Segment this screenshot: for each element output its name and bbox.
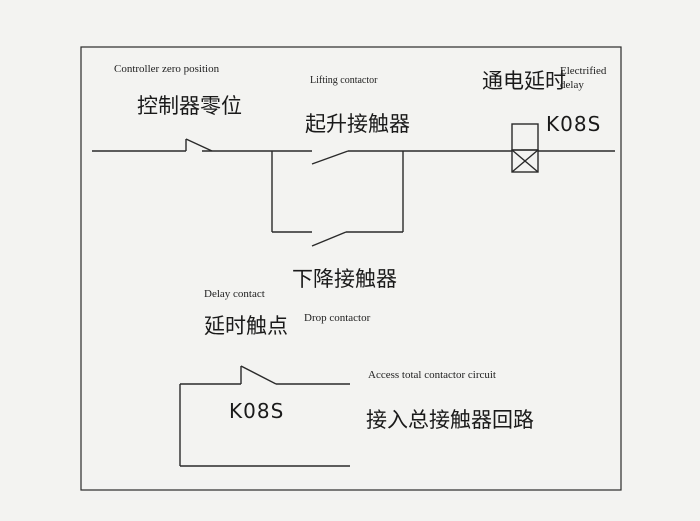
relay-code-bottom: K08S (229, 399, 284, 423)
controller-zero-contact (185, 138, 213, 152)
delay-relay-coil (511, 123, 539, 173)
lifting-contactor-label-en: Lifting contactor (310, 75, 378, 86)
delay-contact-circuit (179, 365, 350, 467)
controller-zero-label-en: Controller zero position (114, 63, 220, 75)
lifting-contactor-label-zh: 起升接触器 (305, 112, 410, 136)
diagram-frame (80, 46, 622, 491)
lifting-contactor-contact (311, 150, 403, 165)
drop-contactor-label-zh: 下降接触器 (292, 267, 397, 291)
controller-zero-label-zh: 控制器零位 (137, 94, 242, 118)
delay-contact-label-en: Delay contact (204, 288, 265, 300)
access-circuit-label-en: Access total contactor circuit (368, 369, 496, 381)
delay-contact-label-zh: 延时触点 (204, 314, 288, 338)
branch-wires (271, 150, 615, 233)
electrified-delay-label-en-2: delay (560, 79, 584, 91)
drop-contactor-contact (311, 231, 347, 247)
access-circuit-label-zh: 接入总接触器回路 (366, 408, 534, 432)
electrified-delay-label-zh: 通电延时 (482, 69, 566, 93)
drop-contactor-label-en: Drop contactor (304, 312, 371, 324)
relay-code-top: K08S (546, 112, 601, 136)
electrified-delay-label-en-1: Electrified (560, 65, 607, 77)
